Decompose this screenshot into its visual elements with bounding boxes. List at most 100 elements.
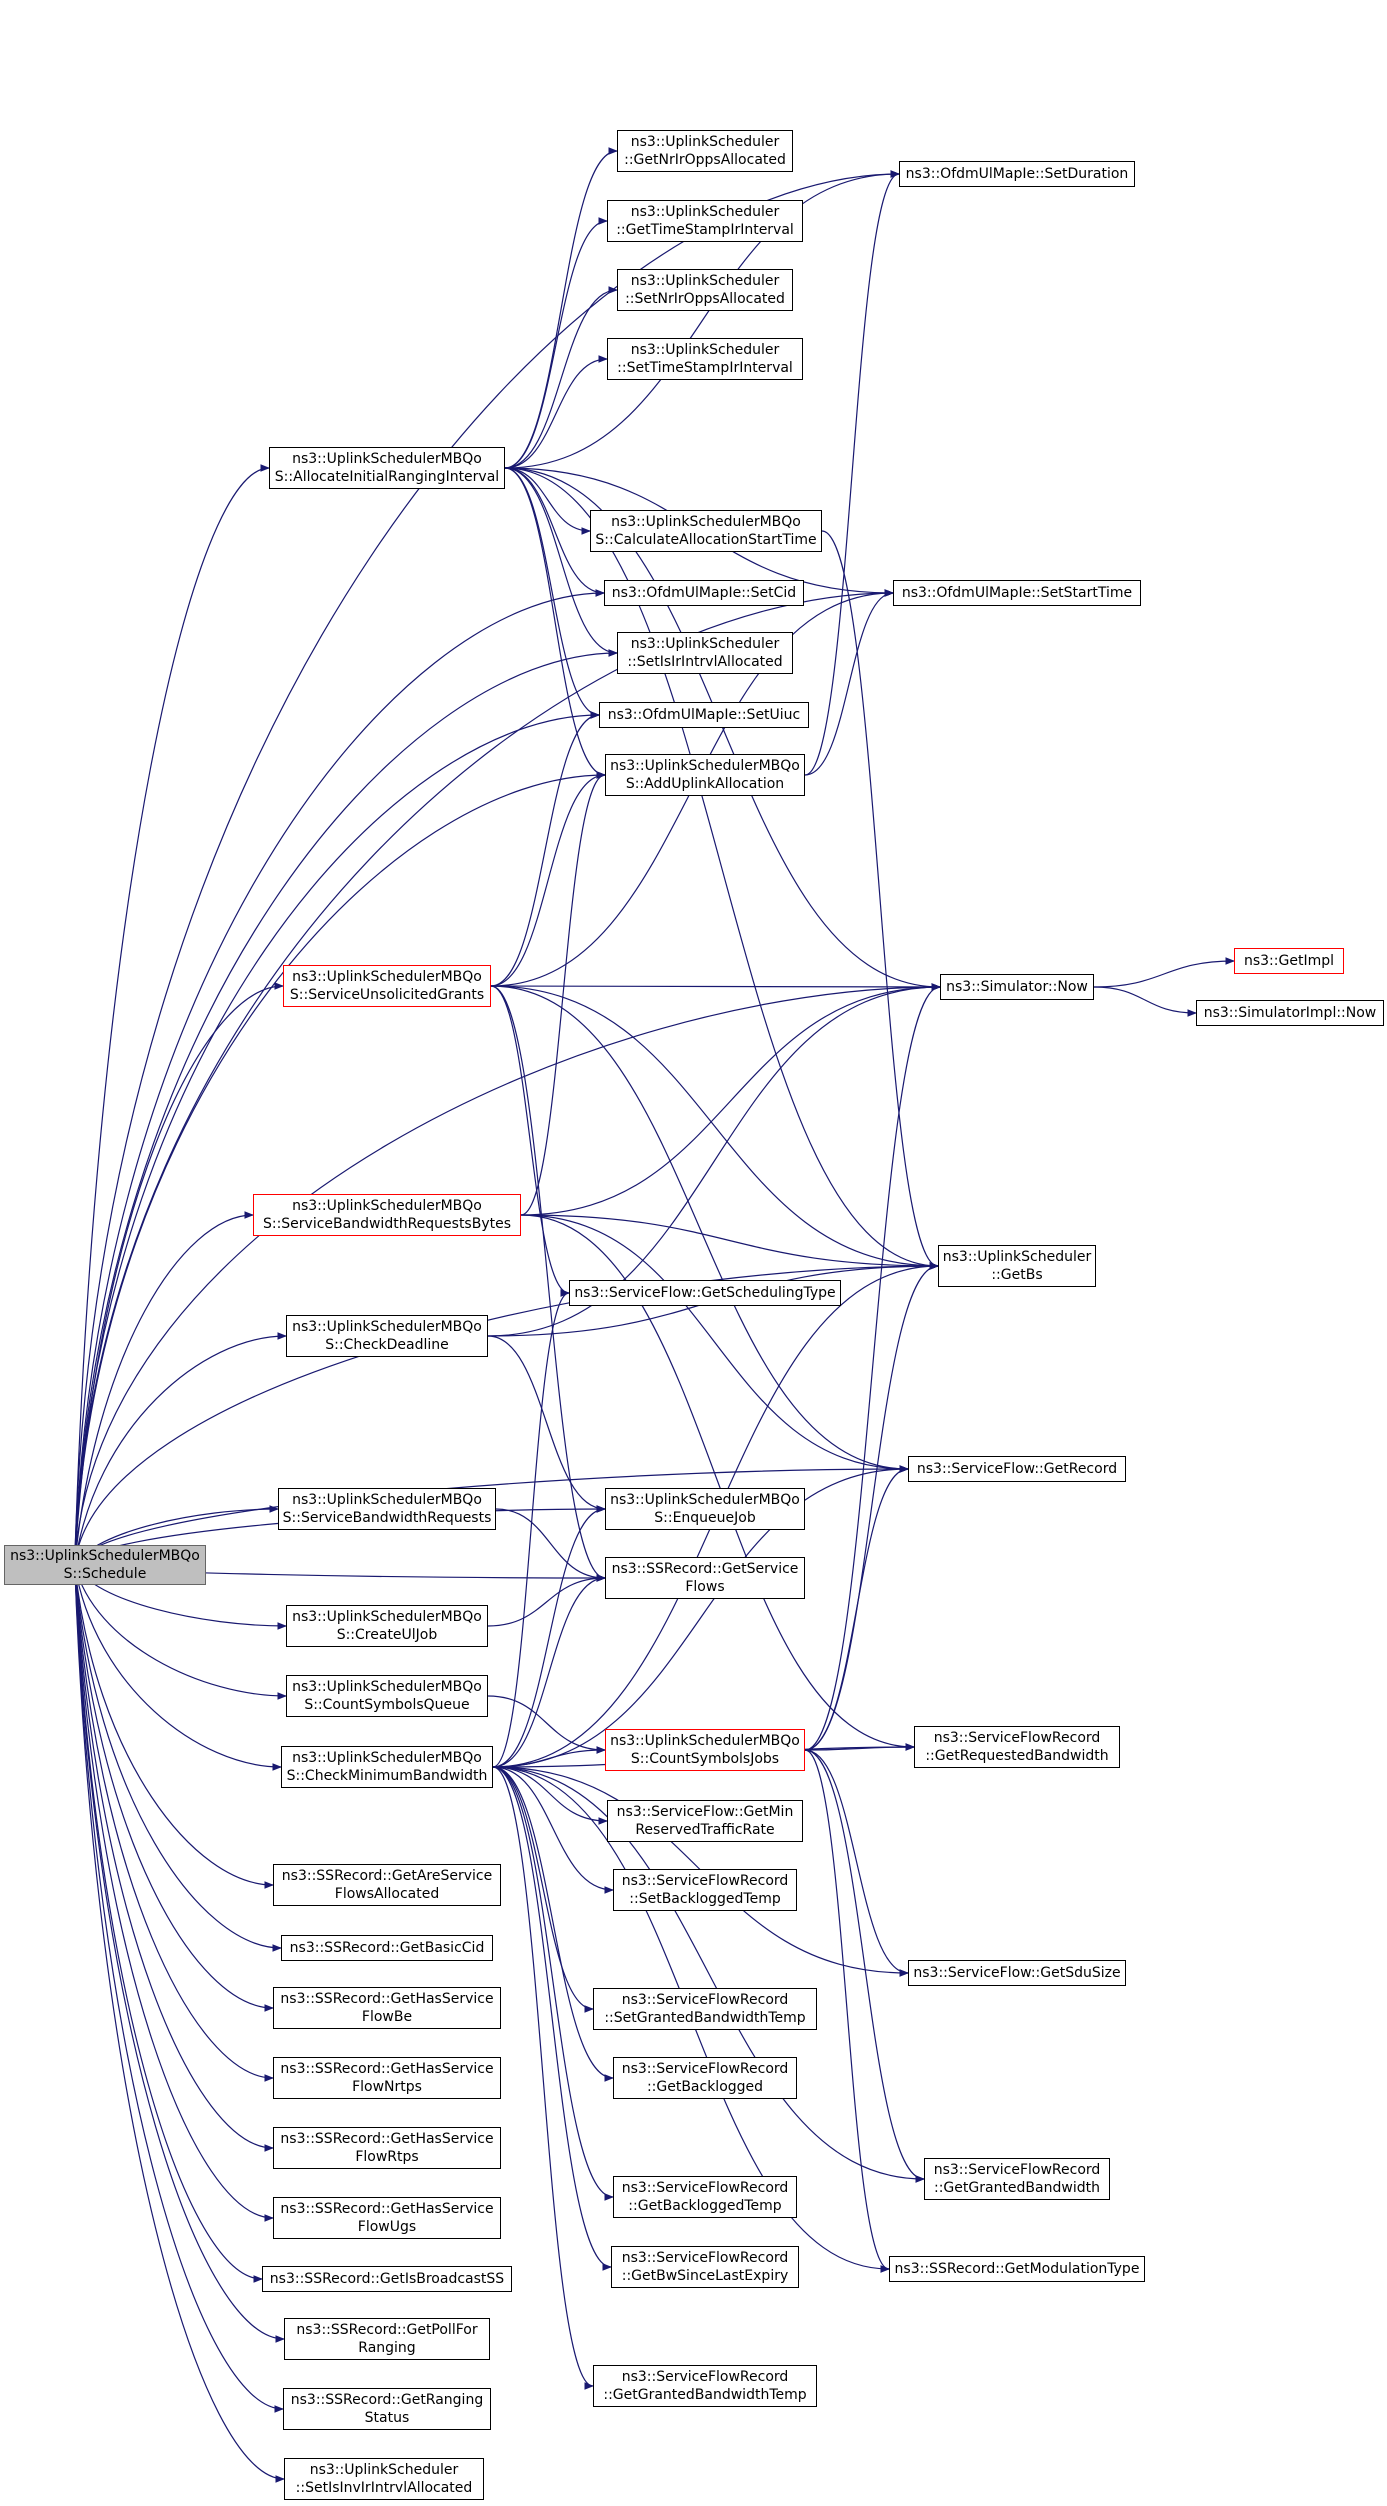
edge-simNow-to-simImplNow [1093, 986, 1197, 1017]
node-enqueueJob[interactable]: ns3::UplinkSchedulerMBQo S::EnqueueJob [605, 1488, 805, 1530]
edge-addUplinkAlloc-to-setDuration [804, 170, 900, 776]
node-getBasicCid[interactable]: ns3::SSRecord::GetBasicCid [281, 1935, 493, 1961]
edge-checkMinBw-to-getRecord [492, 1465, 909, 1768]
edge-schedule-to-getHasServiceFlowNrtps [74, 1564, 274, 2082]
node-simImplNow[interactable]: ns3::SimulatorImpl::Now [1196, 1000, 1384, 1026]
node-getServiceFlows[interactable]: ns3::SSRecord::GetService Flows [605, 1557, 805, 1599]
node-getSduSize[interactable]: ns3::ServiceFlow::GetSduSize [908, 1960, 1126, 1986]
edge-countSymbolsJobs-to-simNow [804, 983, 941, 1751]
edge-allocInitRanging-to-getTimeStampIr [504, 217, 608, 469]
edge-allocInitRanging-to-calcAllocStart [504, 467, 591, 535]
node-getHasServiceFlowBe[interactable]: ns3::SSRecord::GetHasService FlowBe [273, 1987, 501, 2029]
edge-serviceUnsolicited-to-getServiceFlows [490, 985, 606, 1582]
edge-allocInitRanging-to-setNrIrOpps [504, 286, 618, 469]
node-countSymbolsJobs[interactable]: ns3::UplinkSchedulerMBQo S::CountSymbols… [605, 1729, 805, 1771]
edge-serviceUnsolicited-to-getSchedulingType [490, 985, 570, 1297]
node-setTimeStampIr[interactable]: ns3::UplinkScheduler ::SetTimeStampIrInt… [607, 338, 803, 380]
node-getIsBroadcastSS[interactable]: ns3::SSRecord::GetIsBroadcastSS [262, 2266, 512, 2292]
edge-countSymbolsQueue-to-countSymbolsJobs [487, 1695, 606, 1754]
edge-schedule-to-getHasServiceFlowRtps [74, 1564, 274, 2152]
node-allocInitRanging[interactable]: ns3::UplinkSchedulerMBQo S::AllocateInit… [269, 447, 505, 489]
edge-checkMinBw-to-getMinReserved [492, 1766, 608, 1825]
edge-schedule-to-getHasServiceFlowUgs [74, 1564, 274, 2222]
node-getRangingStatus[interactable]: ns3::SSRecord::GetRanging Status [283, 2388, 491, 2430]
edge-schedule-to-getRangingStatus [74, 1564, 284, 2413]
edge-serviceBwReqBytes-to-simNow [520, 983, 941, 1216]
node-getNrIrOpps[interactable]: ns3::UplinkScheduler ::GetNrIrOppsAlloca… [617, 130, 793, 172]
edge-schedule-to-setStartTime [74, 589, 894, 1566]
node-serviceBwReqBytes[interactable]: ns3::UplinkSchedulerMBQo S::ServiceBandw… [253, 1194, 521, 1236]
edge-serviceBwReq-to-getServiceFlows [495, 1508, 606, 1582]
node-setCid[interactable]: ns3::OfdmUlMapIe::SetCid [604, 580, 804, 606]
edge-schedule-to-serviceBwReqBytes [74, 1211, 254, 1566]
edge-schedule-to-getBs [74, 1262, 939, 1566]
edge-countSymbolsJobs-to-getBs [804, 1262, 939, 1751]
edge-createUlJob-to-getServiceFlows [487, 1574, 606, 1627]
node-calcAllocStart[interactable]: ns3::UplinkSchedulerMBQo S::CalculateAll… [590, 510, 822, 552]
edge-serviceUnsolicited-to-simNow [490, 983, 941, 991]
node-serviceBwReq[interactable]: ns3::UplinkSchedulerMBQo S::ServiceBandw… [278, 1488, 496, 1530]
node-getGrantedBw[interactable]: ns3::ServiceFlowRecord ::GetGrantedBandw… [924, 2158, 1110, 2200]
node-checkMinBw[interactable]: ns3::UplinkSchedulerMBQo S::CheckMinimum… [281, 1746, 493, 1788]
edge-serviceBwReqBytes-to-addUplinkAlloc [520, 771, 606, 1216]
edge-schedule-to-addUplinkAlloc [74, 771, 606, 1566]
node-countSymbolsQueue[interactable]: ns3::UplinkSchedulerMBQo S::CountSymbols… [286, 1675, 488, 1717]
edge-allocInitRanging-to-setDuration [504, 170, 900, 469]
edge-allocInitRanging-to-getNrIrOpps [504, 147, 618, 469]
node-serviceUnsolicited[interactable]: ns3::UplinkSchedulerMBQo S::ServiceUnsol… [283, 965, 491, 1007]
node-simNow[interactable]: ns3::Simulator::Now [940, 974, 1094, 1000]
edge-checkMinBw-to-getGrantedBwTemp [492, 1766, 594, 2390]
edge-simNow-to-getImpl [1093, 957, 1235, 988]
node-getGrantedBwTemp[interactable]: ns3::ServiceFlowRecord ::GetGrantedBandw… [593, 2365, 817, 2407]
edge-allocInitRanging-to-setIsIrIntrvl [504, 467, 618, 657]
edge-checkMinBw-to-enqueueJob [492, 1505, 606, 1768]
edge-schedule-to-getIsBroadcastSS [74, 1564, 263, 2283]
node-getModulationType[interactable]: ns3::SSRecord::GetModulationType [889, 2256, 1145, 2282]
edge-serviceBwReqBytes-to-getRecord [520, 1214, 909, 1473]
edge-serviceBwReqBytes-to-getRequestedBw [520, 1214, 915, 1751]
edge-schedule-to-getAreServiceFlowsAllocated [74, 1564, 274, 1889]
edge-countSymbolsJobs-to-getRequestedBw [804, 1743, 915, 1751]
node-checkDeadline[interactable]: ns3::UplinkSchedulerMBQo S::CheckDeadlin… [286, 1315, 488, 1357]
node-setUiuc[interactable]: ns3::OfdmUlMapIe::SetUiuc [599, 702, 809, 728]
edge-addUplinkAlloc-to-setStartTime [804, 589, 894, 776]
edge-calcAllocStart-to-getBs [821, 530, 939, 1270]
node-setIsIrIntrvl[interactable]: ns3::UplinkScheduler ::SetIsIrIntrvlAllo… [617, 632, 793, 674]
edge-checkMinBw-to-getSchedulingType [492, 1289, 570, 1768]
node-getBs[interactable]: ns3::UplinkScheduler ::GetBs [938, 1245, 1096, 1287]
node-getHasServiceFlowRtps[interactable]: ns3::SSRecord::GetHasService FlowRtps [273, 2127, 501, 2169]
node-getPollForRanging[interactable]: ns3::SSRecord::GetPollFor Ranging [284, 2318, 490, 2360]
node-createUlJob[interactable]: ns3::UplinkSchedulerMBQo S::CreateUlJob [286, 1605, 488, 1647]
node-setBackloggedTemp[interactable]: ns3::ServiceFlowRecord ::SetBackloggedTe… [613, 1869, 797, 1911]
node-getAreServiceFlowsAllocated[interactable]: ns3::SSRecord::GetAreService FlowsAlloca… [273, 1864, 501, 1906]
edge-allocInitRanging-to-addUplinkAlloc [504, 467, 606, 779]
node-getRecord[interactable]: ns3::ServiceFlow::GetRecord [908, 1456, 1126, 1482]
node-getBwSinceLastExpiry[interactable]: ns3::ServiceFlowRecord ::GetBwSinceLastE… [611, 2246, 799, 2288]
node-getTimeStampIr[interactable]: ns3::UplinkScheduler ::GetTimeStampIrInt… [607, 200, 803, 242]
edge-countSymbolsJobs-to-getGrantedBw [804, 1749, 925, 2183]
node-getBackloggedTemp[interactable]: ns3::ServiceFlowRecord ::GetBackloggedTe… [613, 2176, 797, 2218]
node-setStartTime[interactable]: ns3::OfdmUlMapIe::SetStartTime [893, 580, 1141, 606]
node-setNrIrOpps[interactable]: ns3::UplinkScheduler ::SetNrIrOppsAlloca… [617, 269, 793, 311]
node-addUplinkAlloc[interactable]: ns3::UplinkSchedulerMBQo S::AddUplinkAll… [605, 754, 805, 796]
edge-schedule-to-setIsInvIrIntrvl [74, 1564, 285, 2483]
edge-checkDeadline-to-simNow [487, 983, 941, 1337]
node-getImpl[interactable]: ns3::GetImpl [1234, 948, 1344, 974]
edge-checkMinBw-to-getServiceFlows [492, 1574, 606, 1768]
edge-schedule-to-getBasicCid [74, 1564, 282, 1952]
edge-schedule-to-checkDeadline [74, 1332, 287, 1566]
node-getHasServiceFlowNrtps[interactable]: ns3::SSRecord::GetHasService FlowNrtps [273, 2057, 501, 2099]
node-getHasServiceFlowUgs[interactable]: ns3::SSRecord::GetHasService FlowUgs [273, 2197, 501, 2239]
node-getSchedulingType[interactable]: ns3::ServiceFlow::GetSchedulingType [569, 1280, 841, 1306]
node-getMinReserved[interactable]: ns3::ServiceFlow::GetMin ReservedTraffic… [607, 1800, 803, 1842]
edge-checkMinBw-to-setGrantedBwTemp [492, 1766, 594, 2013]
node-getBacklogged[interactable]: ns3::ServiceFlowRecord ::GetBacklogged [613, 2057, 797, 2099]
node-setGrantedBwTemp[interactable]: ns3::ServiceFlowRecord ::SetGrantedBandw… [593, 1988, 817, 2030]
node-getRequestedBw[interactable]: ns3::ServiceFlowRecord ::GetRequestedBan… [914, 1726, 1120, 1768]
node-setIsInvIrIntrvl[interactable]: ns3::UplinkScheduler ::SetIsInvIrIntrvlA… [284, 2458, 484, 2500]
node-setDuration[interactable]: ns3::OfdmUlMapIe::SetDuration [899, 161, 1135, 187]
edge-checkMinBw-to-setBackloggedTemp [492, 1766, 614, 1894]
edge-serviceUnsolicited-to-setUiuc [490, 711, 600, 987]
edge-countSymbolsJobs-to-getModulationType [804, 1749, 890, 2273]
